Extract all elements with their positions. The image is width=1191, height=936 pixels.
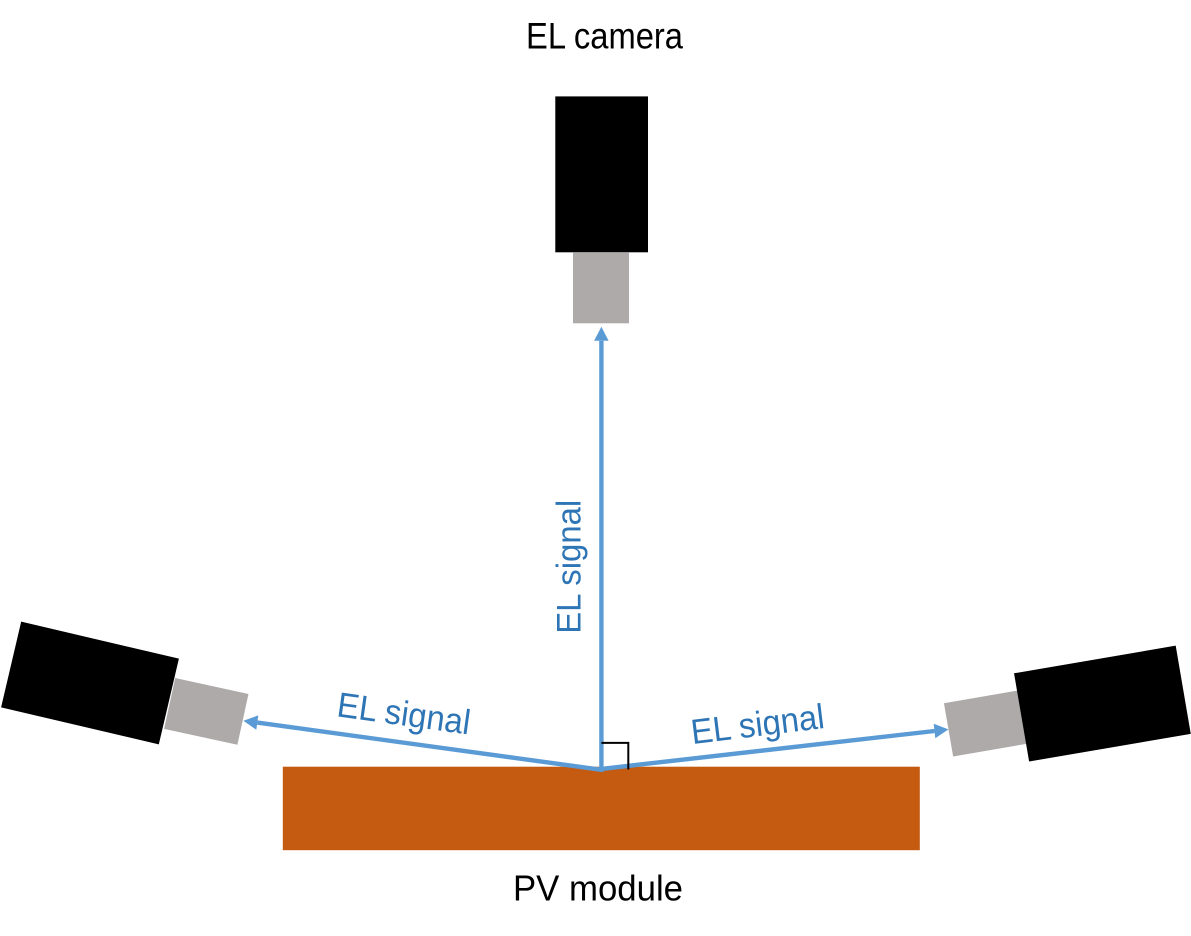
svg-text:PV module: PV module: [513, 868, 683, 909]
svg-text:EL camera: EL camera: [526, 16, 683, 57]
svg-text:EL signal: EL signal: [550, 500, 588, 634]
